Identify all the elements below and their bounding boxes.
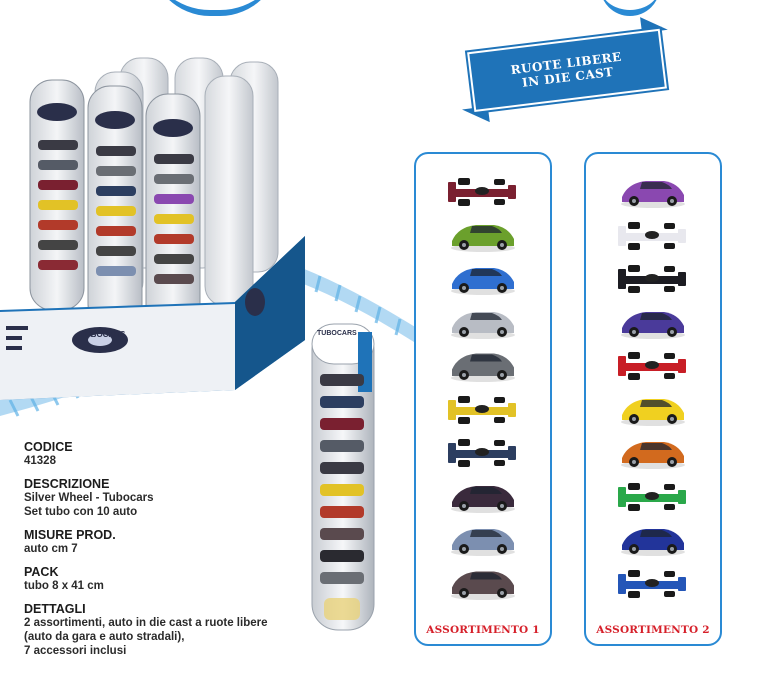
size-label: MISURE PROD. xyxy=(24,528,116,542)
car-item xyxy=(616,520,690,560)
formula-car-icon xyxy=(618,482,686,511)
car-item xyxy=(446,433,520,473)
pack-label: PACK xyxy=(24,565,59,579)
formula-car-icon xyxy=(618,352,686,380)
ribbon-text: RUOTE LIBERE IN DIE CAST xyxy=(509,49,623,90)
road-car-icon xyxy=(451,571,515,600)
road-car-icon xyxy=(621,398,685,426)
car-item xyxy=(446,477,520,517)
formula-car-icon xyxy=(618,221,686,250)
description-line: Silver Wheel - Tubocars xyxy=(24,492,154,504)
details-label: DETTAGLI xyxy=(24,602,86,616)
formula-car-icon xyxy=(448,395,516,424)
car-item xyxy=(616,346,690,386)
assortment-panel-1: ASSORTIMENTO 1 xyxy=(414,152,552,646)
details-line: 7 accessori inclusi xyxy=(24,645,127,657)
tube-brand-label: TUBOCARS xyxy=(317,330,357,337)
road-car-icon xyxy=(621,529,685,556)
single-tube-image xyxy=(311,323,375,631)
road-car-icon xyxy=(451,224,515,252)
description-label: DESCRIZIONE xyxy=(24,477,110,491)
car-item xyxy=(616,216,690,256)
formula-car-icon xyxy=(448,439,516,467)
code-label: CODICE xyxy=(24,440,73,454)
car-item xyxy=(616,477,690,517)
assortment-panel-2: ASSORTIMENTO 2 xyxy=(584,152,722,646)
road-car-icon xyxy=(451,353,515,382)
details-line: (auto da gara e auto stradali), xyxy=(24,631,185,643)
formula-car-icon xyxy=(618,265,686,293)
road-car-icon xyxy=(451,485,515,513)
car-item xyxy=(446,564,520,604)
box-brand-label: TUBOCARS xyxy=(80,330,126,339)
car-item xyxy=(616,259,690,299)
details-line: 2 assortimenti, auto in die cast a ruote… xyxy=(24,617,268,629)
description-line: Set tubo con 10 auto xyxy=(24,506,138,518)
decorative-arc xyxy=(150,0,280,16)
car-item xyxy=(446,216,520,256)
car-item xyxy=(446,172,520,212)
car-item xyxy=(446,390,520,430)
display-box-image xyxy=(0,57,305,400)
road-car-icon xyxy=(621,181,685,208)
car-item xyxy=(446,520,520,560)
ribbon-body: RUOTE LIBERE IN DIE CAST xyxy=(467,28,667,112)
ribbon-banner: RUOTE LIBERE IN DIE CAST xyxy=(462,13,673,126)
pack-value: tubo 8 x 41 cm xyxy=(24,580,104,592)
road-car-icon xyxy=(451,529,515,556)
car-item xyxy=(616,172,690,212)
formula-car-icon xyxy=(618,569,686,598)
car-item xyxy=(446,303,520,343)
product-info: CODICE 41328 DESCRIZIONE Silver Wheel - … xyxy=(24,440,324,658)
assortment-label: ASSORTIMENTO 2 xyxy=(596,624,710,636)
size-value: auto cm 7 xyxy=(24,543,78,555)
car-item xyxy=(446,346,520,386)
code-value: 41328 xyxy=(24,455,56,467)
road-car-icon xyxy=(451,311,515,339)
assortment-label: ASSORTIMENTO 1 xyxy=(426,624,540,636)
car-item xyxy=(616,303,690,343)
car-item xyxy=(616,564,690,604)
decorative-arc xyxy=(600,0,660,16)
car-item xyxy=(616,390,690,430)
road-car-icon xyxy=(621,442,685,469)
road-car-icon xyxy=(621,311,685,339)
formula-car-icon xyxy=(448,178,516,206)
car-item xyxy=(616,433,690,473)
road-car-icon xyxy=(451,268,515,295)
car-item xyxy=(446,259,520,299)
